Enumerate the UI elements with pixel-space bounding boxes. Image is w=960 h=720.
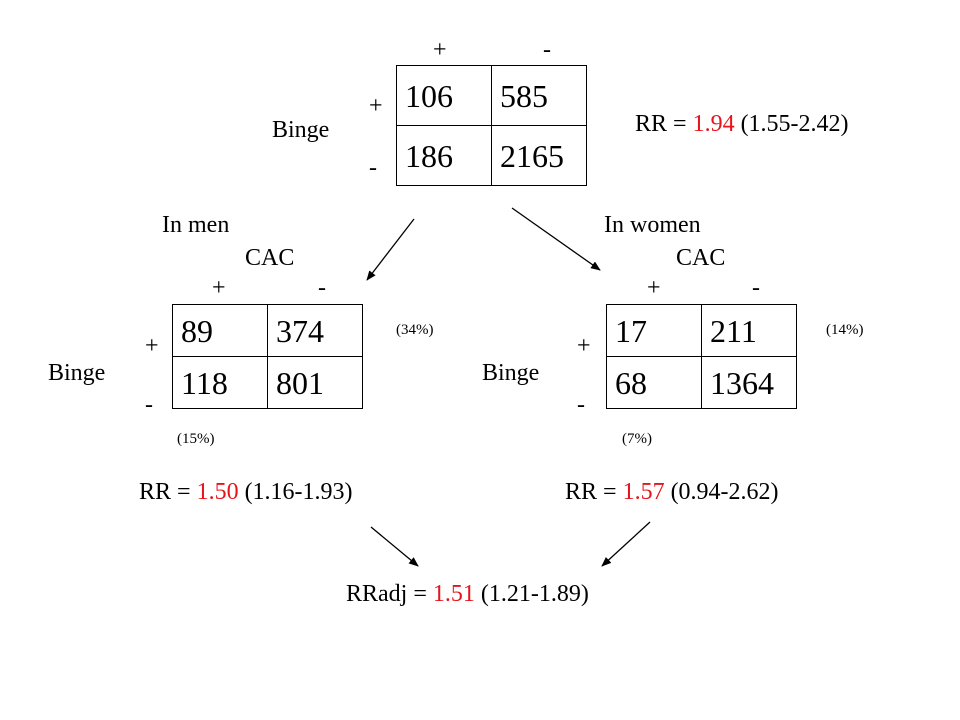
men-col-title: CAC [245, 245, 295, 271]
men-contingency-table: 89 374 118 801 [172, 304, 363, 409]
arrow-women-to-adjusted [601, 521, 651, 567]
women-pct-right: (14%) [826, 322, 864, 338]
top-row-minus: - [369, 155, 377, 181]
men-cell-a: 89 [172, 304, 268, 357]
top-cell-b: 585 [491, 65, 587, 126]
women-title: In women [604, 212, 701, 238]
adjusted-rr-value: 1.51 [432, 581, 475, 607]
top-col-plus: + [433, 37, 447, 63]
men-row-plus: + [145, 333, 159, 359]
men-cell-d: 801 [267, 356, 363, 409]
top-cell-d: 2165 [491, 125, 587, 186]
top-contingency-table: 106 585 186 2165 [396, 65, 587, 186]
men-row-label: Binge [48, 360, 106, 386]
top-rr-prefix: RR = [635, 111, 693, 137]
adjusted-rr-ci: (1.21-1.89) [474, 581, 589, 607]
men-row-minus: - [145, 392, 153, 418]
men-col-minus: - [318, 275, 326, 301]
top-cell-c: 186 [396, 125, 492, 186]
top-row-plus: + [369, 93, 383, 119]
top-rr-ci: (1.55-2.42) [734, 111, 849, 137]
men-rr: RR = 1.50 (1.16-1.93) [139, 480, 353, 504]
men-rr-prefix: RR = [139, 479, 197, 505]
women-col-title: CAC [676, 245, 726, 271]
arrow-to-men [366, 218, 415, 281]
women-row-minus: - [577, 392, 585, 418]
women-row-plus: + [577, 333, 591, 359]
women-pct-bottom: (7%) [622, 431, 652, 447]
women-cell-d: 1364 [701, 356, 797, 409]
men-col-plus: + [212, 275, 226, 301]
top-col-minus: - [543, 37, 551, 63]
women-contingency-table: 17 211 68 1364 [606, 304, 797, 409]
top-cell-a: 106 [396, 65, 492, 126]
men-pct-right: (34%) [396, 322, 434, 338]
top-rr-value: 1.94 [692, 111, 735, 137]
men-rr-value: 1.50 [196, 479, 239, 505]
adjusted-rr: RRadj = 1.51 (1.21-1.89) [346, 582, 589, 606]
men-cell-b: 374 [267, 304, 363, 357]
women-rr-ci: (0.94-2.62) [664, 479, 779, 505]
top-row-label: Binge [272, 117, 330, 143]
adjusted-rr-prefix: RRadj = [346, 581, 433, 607]
men-cell-c: 118 [172, 356, 268, 409]
women-rr-value: 1.57 [622, 479, 665, 505]
arrow-men-to-adjusted [370, 526, 419, 567]
women-col-plus: + [647, 275, 661, 301]
arrow-to-women [511, 207, 601, 271]
women-cell-b: 211 [701, 304, 797, 357]
men-title: In men [162, 212, 230, 238]
women-cell-c: 68 [606, 356, 702, 409]
women-rr: RR = 1.57 (0.94-2.62) [565, 480, 779, 504]
women-row-label: Binge [482, 360, 540, 386]
men-rr-ci: (1.16-1.93) [238, 479, 353, 505]
women-rr-prefix: RR = [565, 479, 623, 505]
top-rr: RR = 1.94 (1.55-2.42) [635, 112, 849, 136]
women-cell-a: 17 [606, 304, 702, 357]
women-col-minus: - [752, 275, 760, 301]
men-pct-bottom: (15%) [177, 431, 215, 447]
